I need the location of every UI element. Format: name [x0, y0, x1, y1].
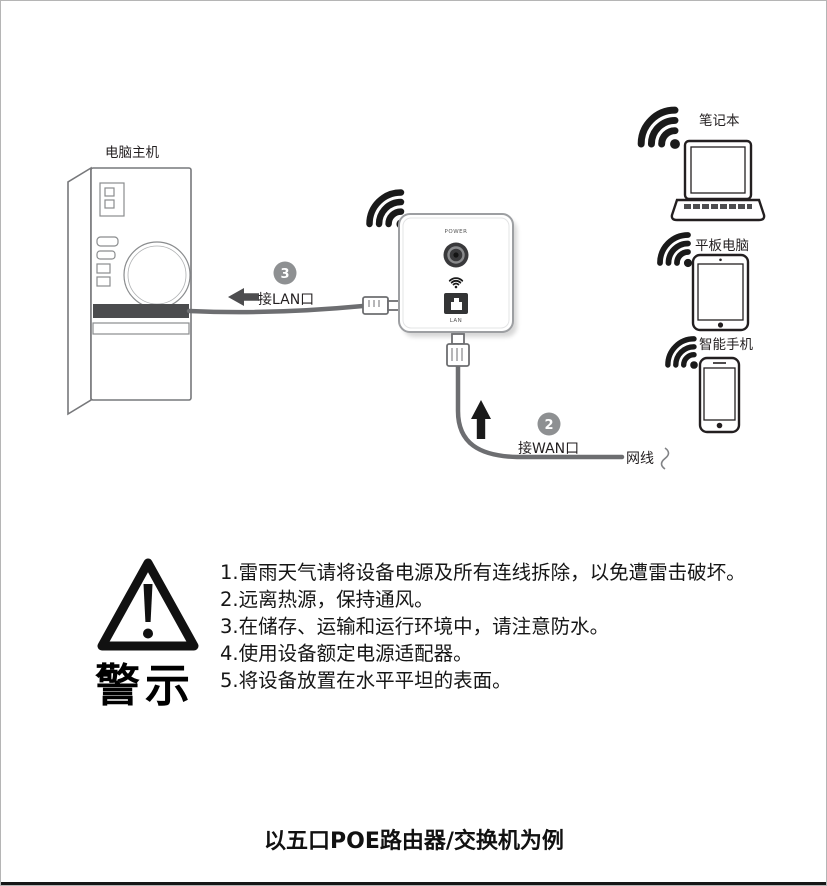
step2-badge — [537, 412, 561, 436]
tablet-camera-dot — [719, 258, 722, 262]
cable-break-squiggle — [660, 447, 670, 470]
warning-item: 2.远离热源，保持通风。 — [220, 588, 434, 611]
laptop-keys — [684, 204, 752, 209]
phone-label: 智能手机 — [699, 337, 753, 353]
warning-sign — [97, 558, 199, 651]
step2-number: 2 — [544, 418, 553, 433]
ap-lan-label: LAN — [450, 318, 463, 324]
ap-power-label: POWER — [445, 229, 468, 235]
step3-lan: 3 接LAN口 — [228, 261, 314, 308]
cable-label: 网线 — [626, 451, 654, 467]
phone — [698, 356, 741, 434]
tablet-home-button — [717, 322, 724, 328]
warning-item: 1.雷雨天气请将设备电源及所有连线拆除，以免遭雷击破坏。 — [220, 561, 746, 584]
laptop-base — [670, 198, 766, 222]
step2-label: 接WAN口 — [518, 440, 579, 457]
warning-item: 3.在储存、运输和运行环境中，请注意防水。 — [220, 615, 609, 638]
ap-body — [398, 213, 514, 333]
step3-number: 3 — [280, 267, 289, 282]
pc-usb-port — [96, 263, 111, 274]
warning-title: 警示 — [95, 659, 195, 712]
warning-list: 1.雷雨天气请将设备电源及所有连线拆除，以免遭雷击破坏。 2.远离热源，保持通风… — [220, 561, 746, 692]
up-arrow-icon — [471, 400, 491, 439]
pc-usb-port — [96, 276, 111, 287]
tablet — [691, 253, 750, 332]
pc-lan-slot — [93, 304, 189, 318]
warning-item: 5.将设备放置在水平平坦的表面。 — [220, 669, 512, 692]
phone-home-button — [716, 422, 723, 429]
page-caption: 以五口POE路由器/交换机为例 — [264, 828, 564, 854]
exclamation-dot — [143, 628, 153, 639]
laptop — [670, 139, 766, 222]
pc-tower-side — [67, 166, 92, 416]
bottom-border — [1, 882, 826, 885]
exclamation-bar — [143, 584, 153, 622]
pc-drive-bay — [99, 182, 125, 217]
left-arrow-icon — [228, 288, 259, 306]
pc-label: 电脑主机 — [105, 145, 159, 161]
laptop-label: 笔记本 — [699, 113, 740, 129]
wan-rj45-connector-icon — [446, 333, 470, 367]
warning-item: 4.使用设备额定电源适配器。 — [220, 642, 473, 665]
ap-panel: POWER LAN — [398, 213, 517, 337]
pc-vent-band — [92, 322, 190, 335]
rj45-connector-icon — [362, 296, 389, 315]
pc-tower — [67, 166, 192, 416]
tablet-label: 平板电脑 — [695, 238, 749, 254]
ap-power-button — [443, 242, 469, 268]
pc-tower-front — [90, 167, 192, 401]
ap-lan-port — [444, 293, 468, 314]
step3-badge — [273, 261, 297, 285]
pc-vga-port — [96, 236, 119, 247]
wan-cable: 网线 — [446, 333, 670, 470]
step3-label: 接LAN口 — [258, 291, 314, 308]
step2-wan: 2 接WAN口 — [471, 400, 579, 457]
